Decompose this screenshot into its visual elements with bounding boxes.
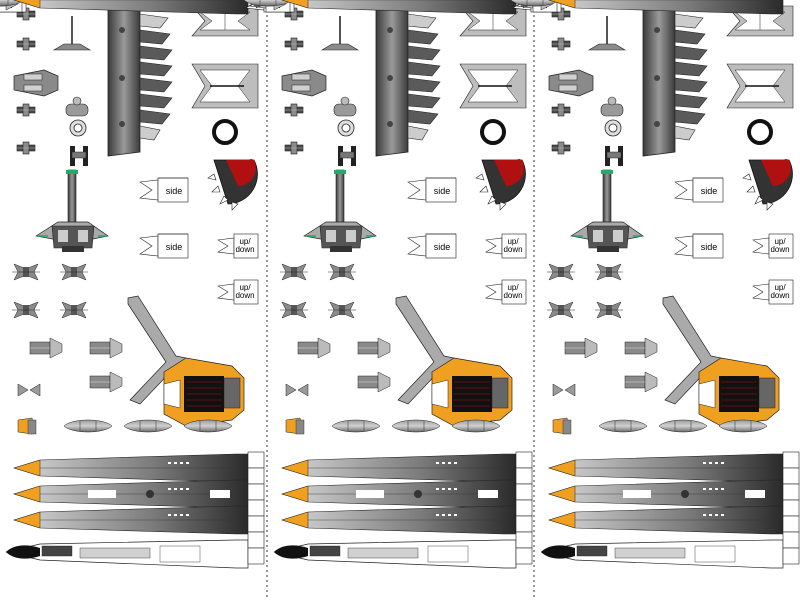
side-label: side xyxy=(166,186,183,196)
side-label: side xyxy=(166,242,183,252)
updown-label-top: up/ xyxy=(507,283,519,292)
updown-label-top: up/ xyxy=(239,237,251,246)
updown-label-bottom: down xyxy=(235,291,254,300)
updown-label-top: up/ xyxy=(774,237,786,246)
updown-label-top: up/ xyxy=(507,237,519,246)
updown-label-bottom: down xyxy=(770,245,789,254)
panel-3: side side up/ down up/ down xyxy=(511,0,799,568)
updown-label-bottom: down xyxy=(503,245,522,254)
updown-label-top: up/ xyxy=(239,283,251,292)
side-label: side xyxy=(434,242,451,252)
side-label: side xyxy=(701,242,718,252)
updown-label-bottom: down xyxy=(235,245,254,254)
side-label: side xyxy=(701,186,718,196)
updown-label-bottom: down xyxy=(770,291,789,300)
side-label: side xyxy=(434,186,451,196)
updown-label-bottom: down xyxy=(503,291,522,300)
panel-1: side side up/ down up/ down xyxy=(0,0,264,568)
panel-2: side side up/ down up/ down xyxy=(244,0,532,568)
updown-label-top: up/ xyxy=(774,283,786,292)
